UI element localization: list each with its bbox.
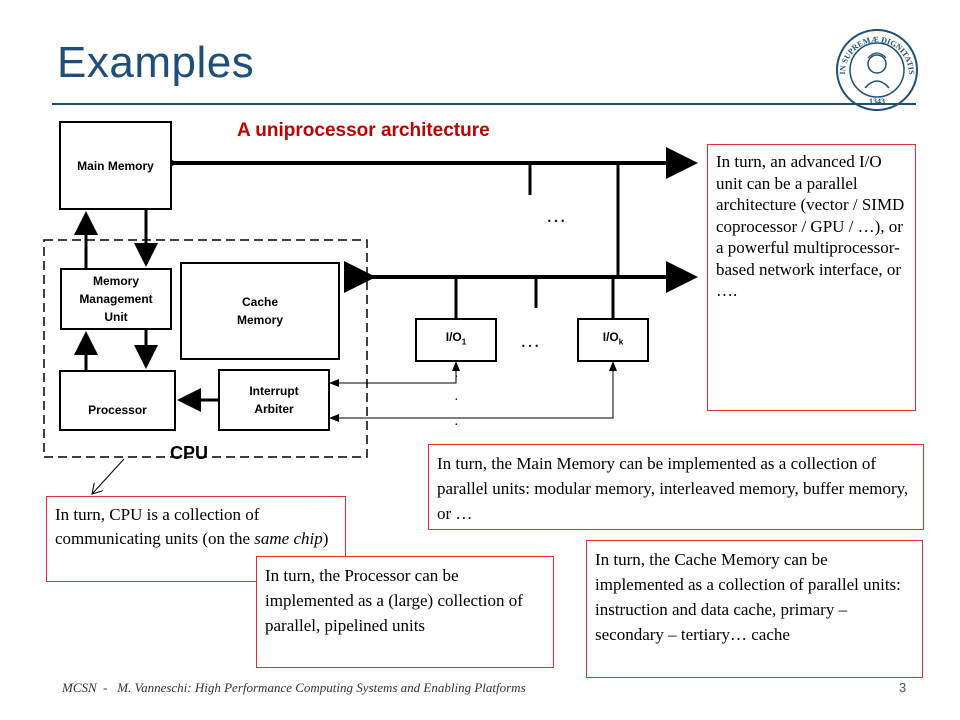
seal-year: 1343 <box>869 97 885 106</box>
cpu-pointer-arrow <box>92 458 125 494</box>
page-title: Examples <box>57 38 255 87</box>
interrupt-label-line1: Interrupt <box>249 384 299 398</box>
vertical-dot-1: · <box>454 370 459 385</box>
cache-memory-note: In turn, the Cache Memory can be impleme… <box>586 540 923 678</box>
cpu-boundary <box>43 239 368 458</box>
cache-label-line1: Cache <box>241 295 279 309</box>
mmu-label: Memory Management Unit <box>79 274 153 324</box>
interrupt-arbiter-box: Interrupt Arbiter <box>218 369 330 431</box>
cpu-label: CPU <box>170 443 209 463</box>
io-note: In turn, an advanced I/O unit can be a p… <box>707 144 916 411</box>
cache-label-line2: Memory <box>236 313 283 327</box>
diagram-subtitle: A uniprocessor architecture <box>237 120 490 141</box>
cache-memory-box: Cache Memory <box>180 262 340 360</box>
main-memory-note-text: In turn, the Main Memory can be implemen… <box>437 454 909 523</box>
main-memory-box: Main Memory <box>59 121 172 210</box>
ellipsis-memory-bus: … <box>546 205 566 227</box>
vertical-dot-2: · <box>454 393 459 408</box>
ellipsis-io-units: … <box>520 330 540 352</box>
cache-memory-note-text: In turn, the Cache Memory can be impleme… <box>595 550 901 644</box>
page-number: 3 <box>899 680 907 695</box>
io-k-box: I/Ok <box>577 318 649 362</box>
processor-note-text: In turn, the Processor can be implemente… <box>265 566 523 635</box>
processor-box: Processor <box>59 370 176 431</box>
processor-label: Processor <box>88 403 147 417</box>
main-memory-note: In turn, the Main Memory can be implemen… <box>428 444 924 530</box>
io-1-box: I/O1 <box>415 318 497 362</box>
university-seal-icon: IN SUPREMÆ DIGNITATIS 1343 <box>836 29 918 111</box>
vertical-dot-3: · <box>454 418 459 433</box>
title-divider <box>52 103 916 105</box>
main-memory-label: Main Memory <box>77 158 154 173</box>
mmu-box: Memory Management Unit <box>60 268 172 330</box>
io-1-label: I/O1 <box>445 330 467 347</box>
io-k-label: I/Ok <box>602 330 624 347</box>
slide-footer: MCSN - M. Vanneschi: High Performance Co… <box>62 680 526 695</box>
interrupt-label-line2: Arbiter <box>254 402 294 416</box>
processor-note: In turn, the Processor can be implemente… <box>256 556 554 668</box>
io-note-text: In turn, an advanced I/O unit can be a p… <box>716 152 905 300</box>
cpu-note-text: In turn, CPU is a collection of communic… <box>55 505 329 548</box>
